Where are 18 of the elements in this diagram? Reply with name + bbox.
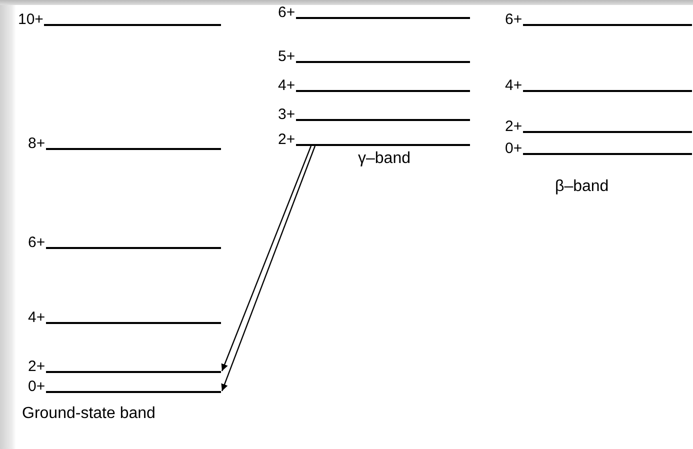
spin-parity-label: 5+ (278, 49, 296, 64)
spin-parity-label: 6+ (278, 5, 296, 20)
spin-parity-label: 4+ (505, 78, 524, 93)
band-label: β–band (555, 178, 609, 196)
spin-parity-label: 0+ (505, 141, 524, 156)
band-label: Ground-state band (22, 405, 156, 423)
spin-parity-label: 4+ (278, 78, 296, 93)
spin-parity-label: 0+ (28, 379, 46, 394)
spin-parity-label: 3+ (278, 107, 296, 122)
spin-parity-label: 8+ (28, 136, 46, 151)
spin-parity-label: 6+ (505, 12, 524, 27)
spin-parity-label: 4+ (28, 310, 46, 325)
spin-parity-label: 10+ (18, 12, 44, 27)
spin-parity-label: 2+ (278, 132, 296, 147)
spin-parity-label: 2+ (28, 359, 46, 374)
spin-parity-label: 6+ (28, 235, 46, 250)
band-label: γ–band (358, 150, 410, 168)
spin-parity-label: 2+ (505, 119, 524, 134)
